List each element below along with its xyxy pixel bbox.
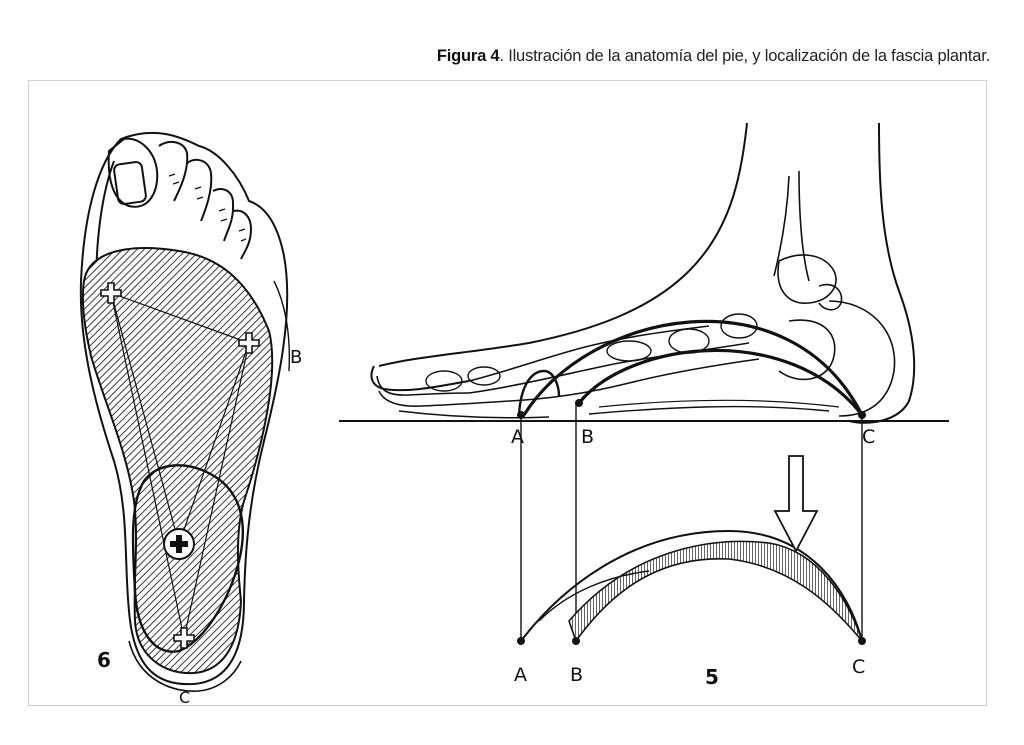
panel-5-number: 5: [705, 665, 719, 689]
pressure-point-cross-icon: [100, 282, 122, 304]
left-point-b-label: B: [290, 347, 302, 368]
arch-anchor-points: [517, 399, 866, 645]
pressure-point-markers: [100, 282, 260, 649]
figure-caption-text: . Ilustración de la anatomía del pie, y …: [499, 47, 990, 65]
plantar-foot-drawing: [79, 131, 291, 692]
bottom-point-a-label: A: [514, 664, 527, 686]
bottom-point-b-label: B: [570, 664, 583, 686]
figure-caption: Figura 4. Ilustración de la anatomía del…: [437, 47, 990, 66]
figure-number-label: Figura 4: [436, 47, 500, 65]
top-point-b-label: B: [581, 426, 594, 448]
lateral-foot-drawing: [339, 122, 949, 643]
panel-6-number: 6: [97, 648, 111, 672]
bottom-point-c-label: C: [852, 656, 865, 678]
pressure-point-cross-icon: [238, 332, 260, 354]
pressure-point-cross-icon: [173, 627, 195, 649]
figure-image: B C 6: [28, 80, 987, 706]
top-point-a-label: A: [511, 426, 524, 448]
heel-center-cross-icon: [163, 528, 195, 560]
left-point-c-label: C: [179, 688, 190, 706]
top-point-c-label: C: [862, 426, 875, 448]
